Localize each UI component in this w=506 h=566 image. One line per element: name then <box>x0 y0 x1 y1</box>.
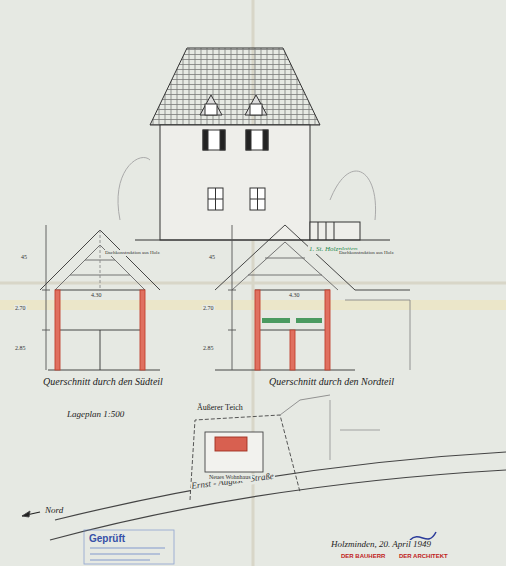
drawing-label: 2.85 <box>202 345 215 352</box>
drawing-label: Äußerer Teich <box>196 404 244 413</box>
drawing-label: 2.70 <box>14 305 27 312</box>
drawing-label: Neues Wohnhaus <box>208 474 252 481</box>
drawing-label: Querschnitt durch den Südteil <box>42 376 164 387</box>
house-elevation <box>118 48 390 240</box>
north-cross-section <box>215 225 410 370</box>
drawing-label: Dachkonstruktion aus Holz <box>104 250 161 256</box>
drawing-label: 4.30 <box>288 292 301 299</box>
drawing-label: Lageplan 1:500 <box>66 410 125 420</box>
drawing-label: Nord <box>44 506 64 516</box>
south-cross-section <box>40 225 160 370</box>
drawing-label: DER BAUHERR <box>340 553 386 560</box>
drawing-label: Holzminden, 20. April 1949 <box>330 540 432 550</box>
stain <box>0 300 506 310</box>
drawing-label: DER ARCHITEKT <box>398 553 449 560</box>
drawing-label: 45 <box>20 254 28 261</box>
signature <box>410 532 436 540</box>
stamp-text-lines <box>90 548 165 560</box>
drawing-label: Geprüft <box>88 533 126 544</box>
drawing-label: 2.70 <box>202 305 215 312</box>
site-plan <box>22 395 506 540</box>
drawing-label: Dachkonstruktion aus Holz <box>338 250 395 256</box>
drawing-label: 45 <box>208 254 216 261</box>
approval-stamp <box>84 530 174 564</box>
drawing-label: Querschnitt durch den Nordteil <box>268 376 395 387</box>
drawing-label: 4.30 <box>90 292 103 299</box>
drawing-label: 2.85 <box>14 345 27 352</box>
